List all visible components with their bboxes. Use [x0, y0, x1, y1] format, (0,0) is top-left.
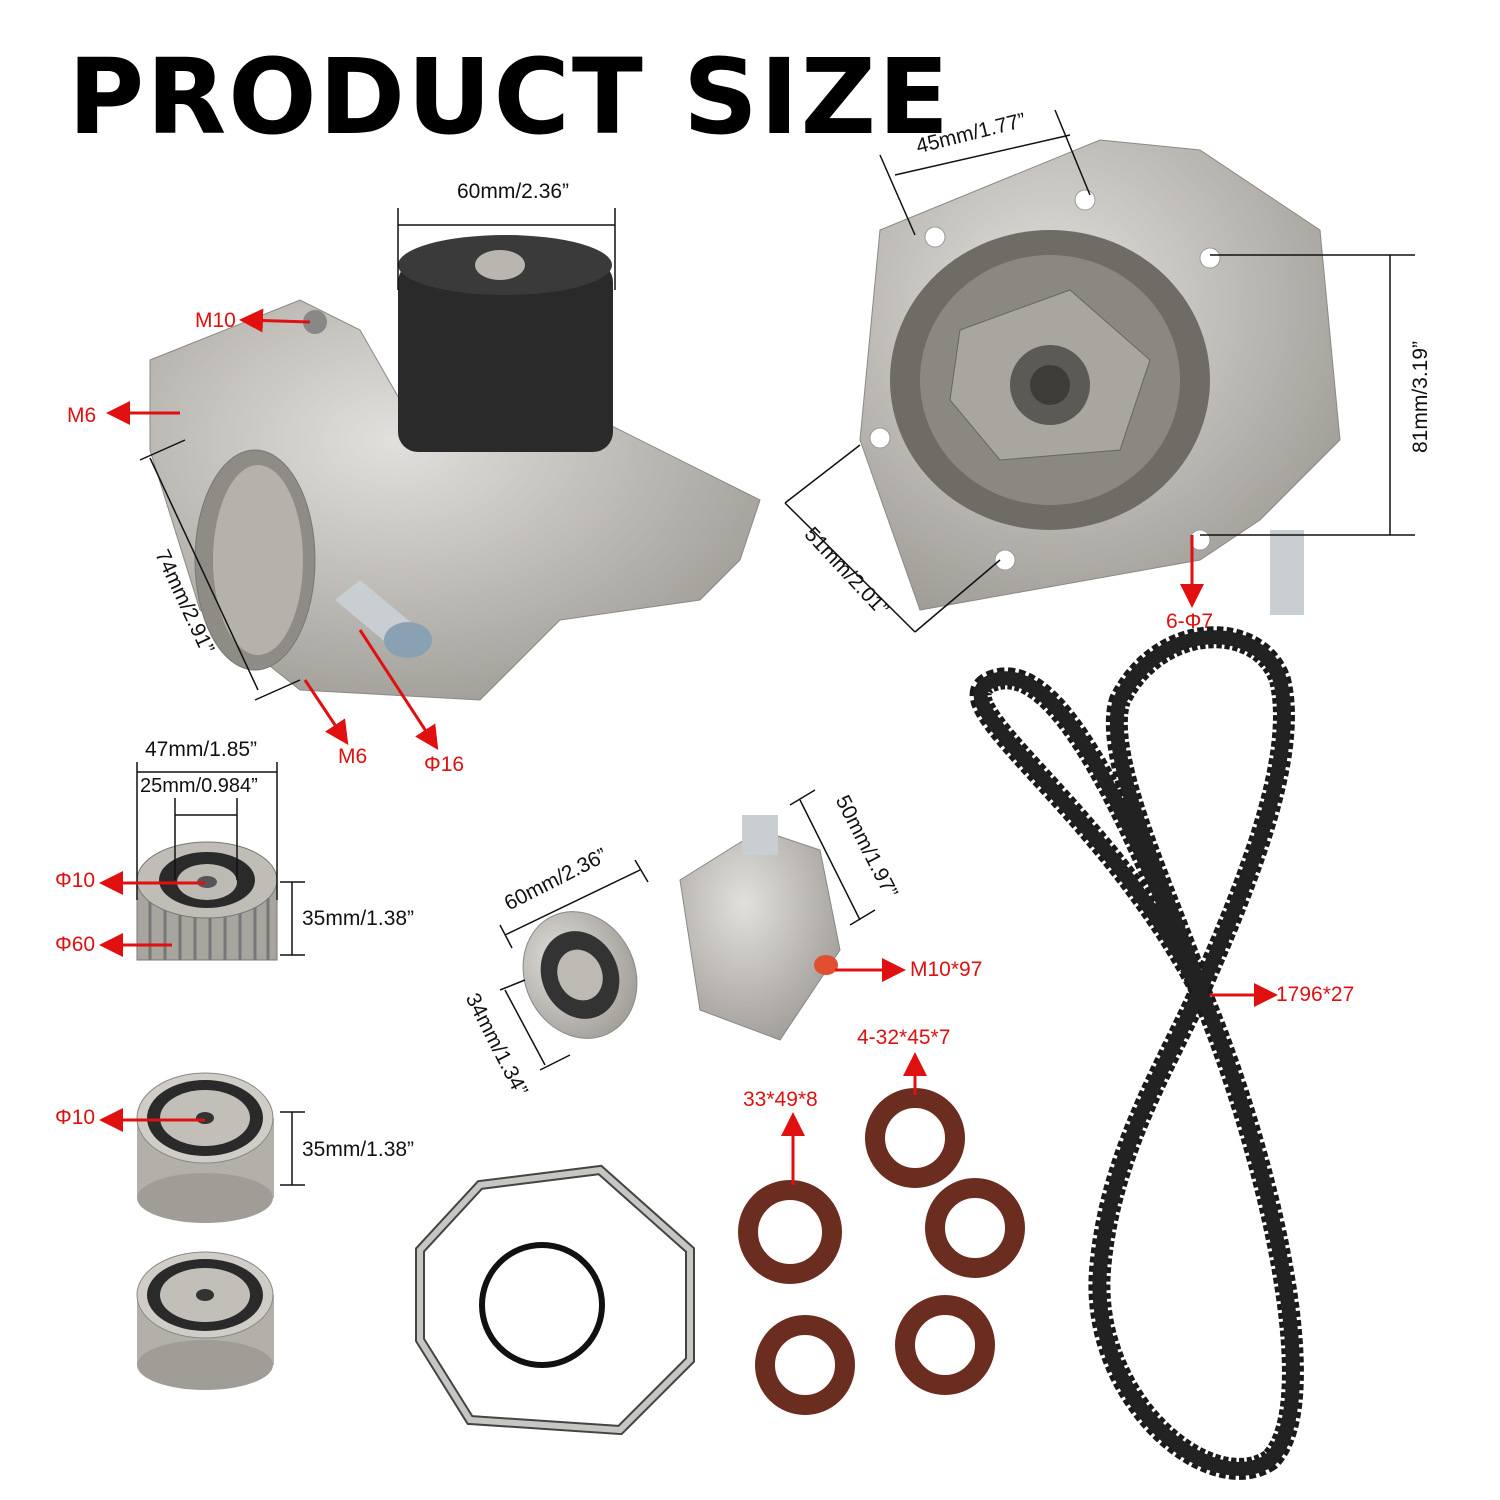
pump-top-width-label: 60mm/2.36” [457, 180, 570, 203]
timing-belt-image [969, 626, 1304, 1480]
smooth-idler-image [136, 1072, 274, 1223]
belt-size-label: 1796*27 [1276, 983, 1355, 1006]
smooth-idler-image-2 [136, 1251, 274, 1390]
idler-height-label: 35mm/1.38” [302, 907, 415, 930]
oil-seals-image [738, 1088, 1025, 1415]
idler-diameter-label: Φ60 [55, 933, 96, 956]
seal-large-label: 4-32*45*7 [857, 1026, 951, 1049]
tensioner-bolt-label: M10*97 [910, 958, 983, 981]
toothed-idler-image [136, 841, 278, 961]
dimension-lines [139, 208, 616, 701]
water-pump-front-image [859, 139, 1341, 615]
pump-thread-m6-bottom-label: M6 [338, 745, 368, 768]
idler-outer-width-label: 47mm/1.85” [145, 738, 258, 761]
pump-pipe-diameter-label: Φ16 [424, 753, 465, 776]
pump-front-height-label: 81mm/3.19” [1409, 340, 1433, 454]
pump-thread-m6-left-label: M6 [67, 404, 97, 427]
seal-small-label: 33*49*8 [743, 1088, 818, 1111]
smooth-idler-bore-label: Φ10 [55, 1106, 96, 1129]
pump-holes-label: 6-Φ7 [1166, 610, 1214, 633]
idler-bore-label: Φ10 [55, 869, 96, 892]
pump-thread-m10-label: M10 [195, 309, 236, 332]
gasket-image [415, 1164, 695, 1436]
tensioner-image [522, 815, 841, 1041]
water-pump-side-image [149, 235, 761, 701]
smooth-idler-height-label: 35mm/1.38” [302, 1138, 415, 1161]
idler-inner-width-label: 25mm/0.984” [140, 775, 258, 797]
page-title: PRODUCT SIZE [68, 36, 952, 158]
